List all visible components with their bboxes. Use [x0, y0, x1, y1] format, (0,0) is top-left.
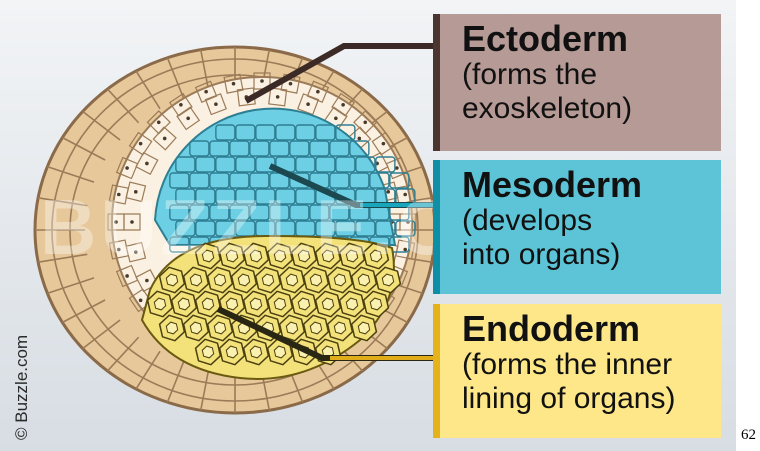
cell-nucleus [157, 120, 161, 124]
cell-nucleus [358, 137, 362, 141]
cell-nucleus [341, 103, 345, 107]
ectoderm-title: Ectoderm [462, 20, 721, 58]
cell-nucleus [139, 142, 143, 146]
cell-nucleus [145, 279, 149, 283]
copyright-credit: © Buzzle.com [12, 335, 32, 440]
cell-nucleus [289, 82, 293, 86]
cell-nucleus [125, 274, 129, 278]
cell-nucleus [232, 82, 236, 86]
endoderm-label: Endoderm (forms the inner lining of orga… [433, 304, 721, 438]
cell-nucleus [125, 166, 129, 170]
cell-nucleus [204, 90, 208, 94]
ectoderm-label: Ectoderm (forms the exoskeleton) [433, 14, 721, 151]
page-number: 62 [741, 427, 756, 444]
mesoderm-description: (develops into organs) [462, 204, 721, 272]
cell-nucleus [395, 166, 399, 170]
cell-nucleus [276, 95, 280, 99]
diagram-panel: BUZZLE.COM Ectoderm (forms the exoskelet… [0, 0, 736, 451]
cell-nucleus [306, 102, 310, 106]
cell-nucleus [186, 117, 190, 121]
cell-nucleus [145, 162, 149, 166]
cell-nucleus [334, 117, 338, 121]
mesoderm-title: Mesoderm [462, 166, 721, 204]
cell-nucleus [260, 79, 264, 83]
endoderm-description: (forms the inner lining of organs) [462, 348, 721, 416]
cell-nucleus [363, 120, 367, 124]
endoderm-title: Endoderm [462, 310, 721, 348]
cell-nucleus [382, 142, 386, 146]
ectoderm-description: (forms the exoskeleton) [462, 58, 721, 126]
cell-nucleus [214, 102, 218, 106]
cell-nucleus [139, 299, 143, 303]
cell-nucleus [179, 103, 183, 107]
mesoderm-label: Mesoderm (develops into organs) [433, 160, 721, 294]
cell-nucleus [163, 137, 167, 141]
cell-nucleus [316, 90, 320, 94]
